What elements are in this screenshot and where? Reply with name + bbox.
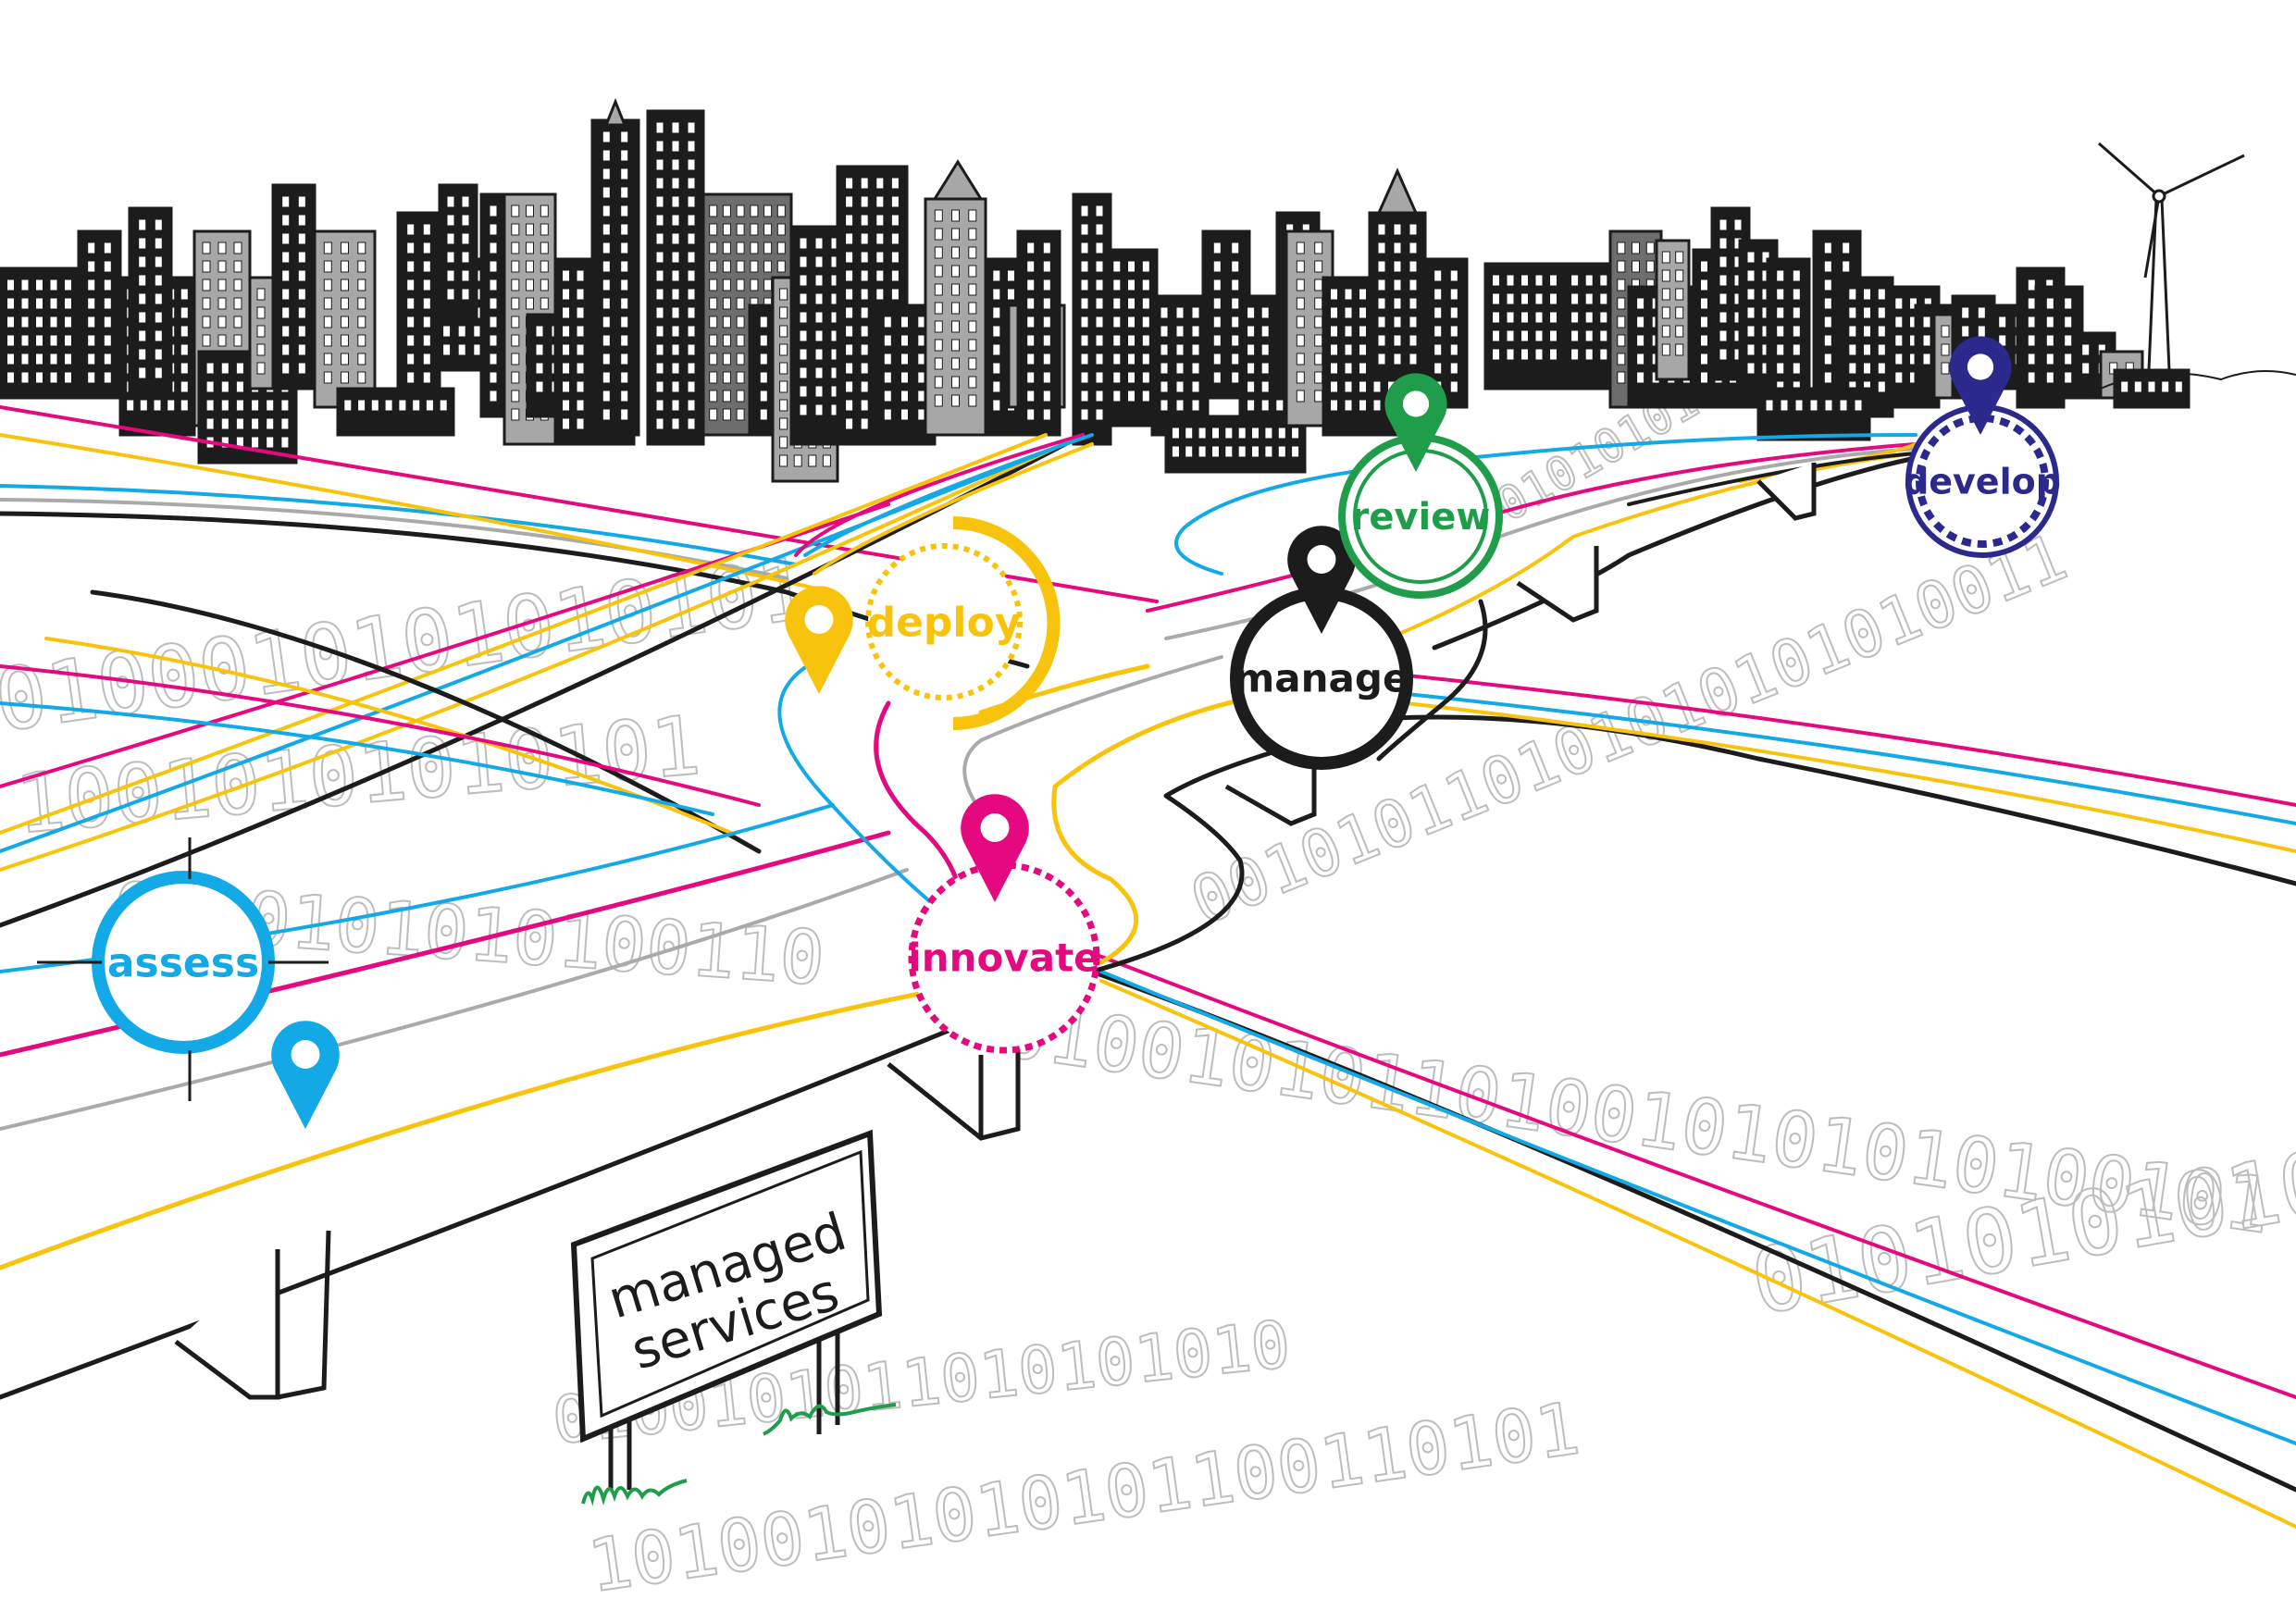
wind-turbine-icon bbox=[2081, 142, 2296, 399]
road-line-magenta bbox=[1405, 674, 2296, 807]
road-line-yellow bbox=[1099, 979, 2296, 1529]
building-roof bbox=[1376, 167, 1419, 215]
road-line-yellow bbox=[1386, 452, 1917, 640]
road-line-cyan bbox=[0, 701, 714, 816]
building bbox=[1016, 229, 1061, 437]
map-pin-icon bbox=[1287, 526, 1356, 634]
road-line-cyan bbox=[0, 484, 798, 566]
stage-markers: assess deploy innovate manage review develop bbox=[37, 336, 2061, 1129]
stage-develop: develop bbox=[1904, 336, 2061, 558]
stage-label-develop: develop bbox=[1904, 461, 2061, 502]
building bbox=[0, 266, 81, 400]
city-skyline bbox=[0, 97, 2191, 483]
road-line-yellow bbox=[0, 433, 1048, 835]
road-line-yellow bbox=[1051, 682, 1335, 965]
grass-tuft-icon bbox=[581, 1403, 897, 1506]
map-pin-icon bbox=[271, 1021, 340, 1129]
road-line-magenta bbox=[794, 433, 1085, 557]
building bbox=[1072, 192, 1112, 446]
stage-label-assess: assess bbox=[107, 939, 259, 986]
building-roof bbox=[932, 159, 984, 201]
building bbox=[1483, 262, 1566, 390]
road-line-cyan bbox=[1099, 970, 2296, 1445]
building bbox=[438, 183, 478, 326]
building bbox=[396, 211, 441, 400]
road-line-black bbox=[90, 589, 762, 854]
building bbox=[1756, 387, 1871, 441]
building bbox=[128, 206, 173, 400]
building bbox=[271, 183, 316, 390]
map-pin-icon bbox=[785, 586, 853, 694]
road-line-yellow bbox=[1405, 701, 2296, 853]
building bbox=[2113, 368, 2191, 409]
road-line-black bbox=[1089, 737, 1317, 974]
building bbox=[1150, 294, 1210, 437]
stage-manage: manage bbox=[1230, 526, 1413, 770]
road-line-black bbox=[1376, 599, 1488, 762]
road-line-grey bbox=[962, 655, 1223, 825]
building bbox=[646, 109, 705, 446]
stage-review: review bbox=[1338, 373, 1503, 599]
road-line-yellow bbox=[44, 637, 733, 835]
building bbox=[1766, 257, 1811, 409]
building bbox=[1368, 211, 1427, 381]
road-line-yellow bbox=[0, 433, 835, 594]
building bbox=[924, 197, 987, 437]
building bbox=[1655, 239, 1691, 381]
stage-deploy: deploy bbox=[785, 516, 1061, 730]
road-line-yellow bbox=[813, 442, 1094, 576]
building-roof bbox=[603, 97, 627, 127]
map-pin-icon bbox=[1384, 373, 1447, 472]
road-line-cyan bbox=[1405, 692, 2296, 825]
building bbox=[590, 118, 640, 437]
building bbox=[1104, 248, 1159, 427]
road-line-magenta bbox=[0, 664, 761, 807]
building bbox=[1285, 229, 1334, 427]
stage-label-innovate: innovate bbox=[908, 935, 1099, 981]
stage-label-review: review bbox=[1351, 496, 1491, 539]
road-line-cyan bbox=[803, 433, 1094, 557]
road-line-yellow bbox=[0, 433, 1085, 872]
map-pin-icon bbox=[1949, 336, 2012, 435]
building bbox=[313, 229, 377, 409]
stage-label-manage: manage bbox=[1235, 656, 1409, 701]
road-line-black bbox=[1339, 714, 2296, 886]
road-pillars bbox=[174, 463, 1817, 1400]
stage-innovate: innovate bbox=[908, 794, 1100, 1054]
building bbox=[77, 229, 122, 400]
road-line-grey bbox=[0, 868, 909, 1131]
stage-assess: assess bbox=[37, 837, 340, 1129]
road-line-magenta bbox=[1090, 951, 2296, 1399]
road-line-black bbox=[1627, 452, 1917, 506]
stage-label-deploy: deploy bbox=[867, 599, 1022, 646]
map-pin-icon bbox=[961, 794, 1029, 902]
road-line-black bbox=[1432, 455, 1918, 650]
